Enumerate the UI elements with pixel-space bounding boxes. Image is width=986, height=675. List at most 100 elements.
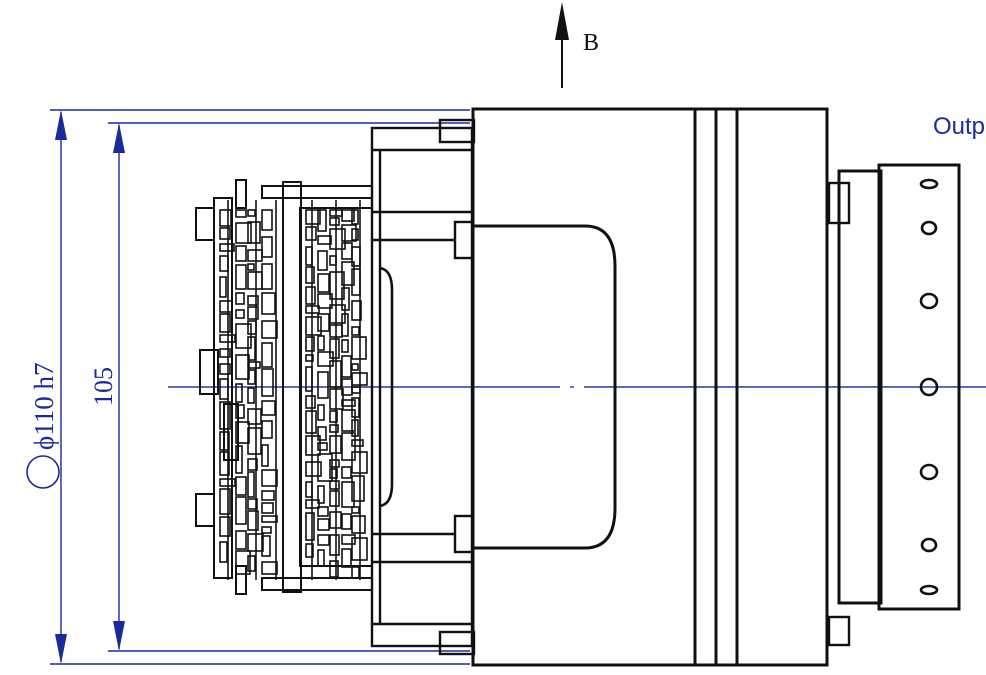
pcb-component	[317, 273, 330, 293]
arrow-b-head	[555, 2, 569, 40]
pcb-component	[317, 351, 334, 367]
pcb-component	[305, 354, 314, 362]
pcb-component	[317, 335, 325, 351]
pcb-component	[351, 419, 359, 437]
bolt-hole	[920, 537, 938, 553]
pcb-component	[235, 323, 252, 349]
pcb-component	[317, 442, 328, 451]
pcb-component	[261, 292, 276, 315]
pcb-component	[351, 439, 364, 447]
pcb-component	[341, 399, 356, 407]
pcb-component	[317, 209, 327, 232]
pcb-component	[219, 227, 231, 240]
pcb-component	[317, 506, 329, 517]
pcb-component	[219, 348, 231, 358]
pcb-component	[247, 221, 261, 244]
pcb-component	[219, 451, 230, 476]
pcb-component	[329, 490, 340, 507]
pcb-component	[317, 534, 330, 546]
dimension-outer	[50, 109, 470, 665]
pcb-component	[351, 209, 359, 225]
bolt-hole	[919, 178, 939, 190]
pcb-component	[305, 209, 321, 225]
pcb-component	[247, 387, 255, 404]
pcb-component	[247, 510, 259, 531]
pcb-component	[351, 397, 360, 418]
pcb-component	[235, 222, 252, 244]
pcb-component	[329, 534, 340, 556]
pcb-component	[219, 488, 231, 515]
pcb-component	[247, 209, 256, 217]
dimension-inner-arrow-top	[113, 123, 125, 153]
pcb-component	[219, 401, 231, 430]
pcb-component	[329, 255, 337, 266]
pcb-component	[341, 287, 350, 311]
pcb-component	[261, 444, 269, 467]
pcb-component	[341, 242, 353, 260]
pcb-component	[341, 355, 352, 378]
circled-number-badge	[26, 455, 60, 489]
pcb-component	[305, 316, 322, 336]
pcb-component	[261, 490, 275, 501]
pcb-component	[235, 550, 251, 575]
pcb-component	[341, 534, 356, 545]
pcb-component	[247, 369, 256, 385]
pcb-components	[219, 200, 368, 580]
arrow-b-label: B	[583, 30, 599, 56]
pcb-component	[247, 427, 262, 455]
pcb-component	[261, 209, 273, 231]
pcb-component	[235, 445, 243, 474]
pcb-component	[235, 245, 247, 262]
dimension-inner	[108, 122, 470, 652]
pcb-component	[235, 209, 247, 218]
dimension-inner-arrow-bottom	[113, 621, 125, 651]
pcb-component	[219, 378, 229, 400]
pcb-component	[219, 541, 228, 563]
pcb-component	[261, 263, 273, 290]
pcb-component	[329, 560, 339, 578]
pcb-component	[329, 480, 340, 490]
pcb-component	[219, 313, 231, 333]
dimension-outer-text: ϕ110 h7	[26, 363, 60, 489]
bolt-hole	[919, 292, 939, 310]
pcb-component	[351, 300, 362, 321]
arrow-b: B	[555, 2, 599, 88]
pcb-component	[341, 224, 357, 242]
pcb-component	[329, 338, 340, 359]
pcb-component	[247, 361, 261, 369]
pcb-component	[305, 481, 313, 498]
pcb-component	[261, 342, 273, 368]
pcb-component	[261, 535, 271, 557]
pcb-component	[341, 513, 352, 530]
pcb-component	[235, 354, 250, 380]
pcb-component	[261, 400, 276, 416]
pcb-component	[317, 549, 325, 567]
pcb-component	[317, 250, 328, 271]
pcb-component	[235, 292, 245, 305]
pcb-component	[235, 421, 250, 444]
pcb-component	[247, 498, 258, 510]
pcb-component	[305, 512, 315, 541]
pcb-component	[219, 255, 229, 272]
pcb-component	[305, 543, 314, 558]
pcb-component	[235, 383, 243, 403]
pcb-component	[351, 363, 359, 371]
pcb-component	[247, 295, 259, 306]
pcb-component	[317, 313, 330, 332]
pcb-component	[305, 461, 322, 477]
pcb-component	[247, 555, 256, 572]
pcb-component	[305, 266, 315, 284]
pcb-component	[351, 515, 366, 534]
pcb-component	[305, 410, 317, 434]
pcb-component	[329, 410, 338, 423]
pcb-component	[351, 326, 360, 336]
rear-cover-outline	[473, 224, 617, 550]
pcb-component	[351, 386, 361, 394]
pcb-component	[261, 368, 274, 397]
pcb-component	[329, 459, 340, 468]
pcb-component	[247, 306, 259, 320]
pcb-component	[219, 516, 231, 537]
pcb-component	[261, 526, 272, 534]
pcb-component	[329, 424, 339, 433]
